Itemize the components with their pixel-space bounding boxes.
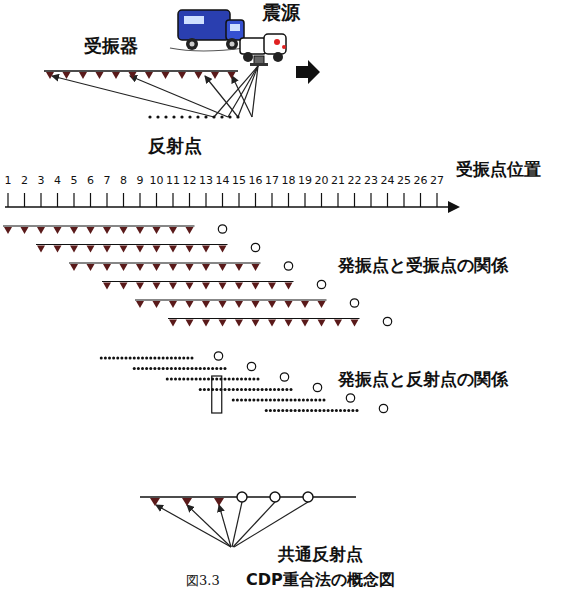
axis-number: 27 [430, 175, 444, 187]
axis-number: 2 [21, 175, 28, 187]
axis-number: 16 [249, 175, 263, 187]
axis-number: 17 [265, 175, 279, 187]
axis-number: 13 [199, 175, 213, 187]
axis-number: 7 [104, 175, 111, 187]
axis-number: 25 [397, 175, 411, 187]
diagram-label: 受振点位置 [456, 160, 541, 179]
axis-number: 1 [5, 175, 12, 187]
axis-number: 12 [183, 175, 197, 187]
axis-number: 5 [71, 175, 78, 187]
axis-number: 9 [137, 175, 144, 187]
diagram-label: 震源 [262, 2, 300, 23]
figure-number: 図3.3 [186, 574, 220, 588]
diagram-label: 発振点と反射点の関係 [338, 370, 508, 389]
axis-number: 21 [331, 175, 345, 187]
diagram-label: 受振器 [84, 36, 138, 56]
diagram-label: 反射点 [148, 136, 202, 156]
diagram-label: 共通反射点 [278, 545, 363, 564]
axis-number: 22 [348, 175, 362, 187]
axis-number: 3 [38, 175, 45, 187]
direction-arrow [296, 60, 320, 84]
axis-number: 18 [282, 175, 296, 187]
axis-number: 10 [150, 175, 164, 187]
axis-number: 24 [381, 175, 395, 187]
axis-number: 8 [120, 175, 127, 187]
figure-caption: CDP重合法の概念図 [246, 571, 395, 589]
axis-number: 20 [315, 175, 329, 187]
axis-number: 23 [364, 175, 378, 187]
axis-number: 11 [166, 175, 180, 187]
axis-number: 15 [232, 175, 246, 187]
axis-number: 6 [87, 175, 94, 187]
axis-number: 4 [54, 175, 61, 187]
axis-number: 26 [414, 175, 428, 187]
axis-number: 19 [298, 175, 312, 187]
diagram-label: 発振点と受振点の関係 [338, 256, 508, 275]
axis-number: 14 [216, 175, 230, 187]
